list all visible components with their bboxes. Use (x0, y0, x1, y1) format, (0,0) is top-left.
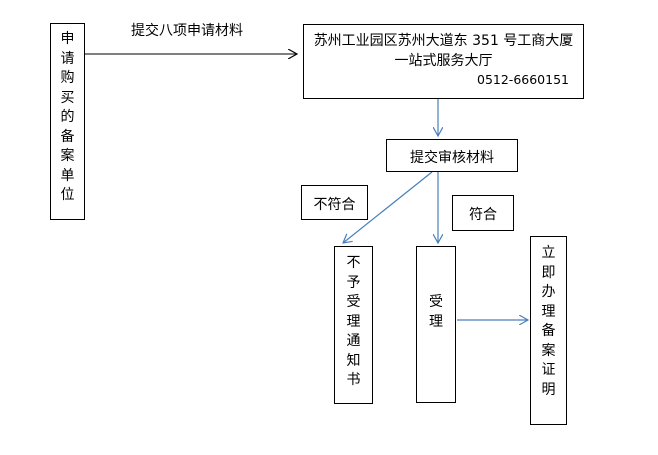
certificate-text: 立即办理备案证明 (531, 244, 566, 400)
vertical-char: 请 (60, 50, 75, 67)
certificate-box: 立即办理备案证明 (530, 236, 567, 425)
vertical-char: 案 (541, 342, 556, 359)
submit-materials-label: 提交八项申请材料 (131, 23, 243, 39)
vertical-char: 通 (346, 333, 361, 349)
applicant-box: 申请购买的备案单位 (50, 23, 85, 220)
office-box: 苏州工业园区苏州大道东 351 号工商大厦 一站式服务大厅 0512-66601… (303, 24, 584, 99)
vertical-char: 受 (429, 294, 443, 310)
vertical-char: 的 (60, 109, 75, 125)
office-address: 苏州工业园区苏州大道东 351 号工商大厦 (313, 33, 574, 49)
noncompliant-text: 不符合 (313, 197, 356, 213)
accept-box: 受理 (416, 246, 456, 403)
vertical-char: 买 (60, 89, 75, 106)
vertical-char: 备 (60, 128, 75, 145)
review-box: 提交审核材料 (386, 139, 518, 172)
office-phone: 0512-6660151 (477, 72, 569, 87)
vertical-char: 备 (541, 323, 556, 339)
arrow-review-to-rejection (343, 171, 433, 243)
vertical-char: 书 (346, 372, 361, 388)
vertical-char: 购 (60, 70, 75, 86)
compliant-text: 符合 (469, 207, 497, 223)
vertical-char: 知 (346, 352, 361, 369)
vertical-char: 单 (60, 167, 75, 184)
office-hall-name: 一站式服务大厅 (394, 53, 493, 69)
vertical-char: 办 (541, 284, 556, 300)
vertical-char: 予 (346, 274, 361, 291)
vertical-char: 案 (60, 148, 75, 164)
vertical-char: 申 (60, 31, 75, 47)
vertical-char: 理 (541, 303, 556, 320)
vertical-char: 理 (429, 313, 443, 330)
vertical-char: 理 (346, 313, 361, 330)
vertical-char: 明 (541, 381, 556, 398)
vertical-char: 证 (541, 362, 556, 378)
vertical-char: 位 (60, 187, 75, 203)
rejection-notice-box: 不予受理通知书 (334, 246, 373, 404)
vertical-char: 受 (346, 294, 361, 310)
noncompliant-box: 不符合 (301, 185, 368, 220)
vertical-char: 不 (346, 255, 361, 271)
accept-text: 受理 (417, 293, 455, 332)
rejection-notice-text: 不予受理通知书 (335, 254, 372, 391)
vertical-char: 即 (541, 264, 556, 281)
vertical-char: 立 (541, 245, 556, 261)
review-text: 提交审核材料 (410, 150, 494, 166)
applicant-text: 申请购买的备案单位 (51, 30, 84, 206)
compliant-box: 符合 (452, 195, 514, 231)
